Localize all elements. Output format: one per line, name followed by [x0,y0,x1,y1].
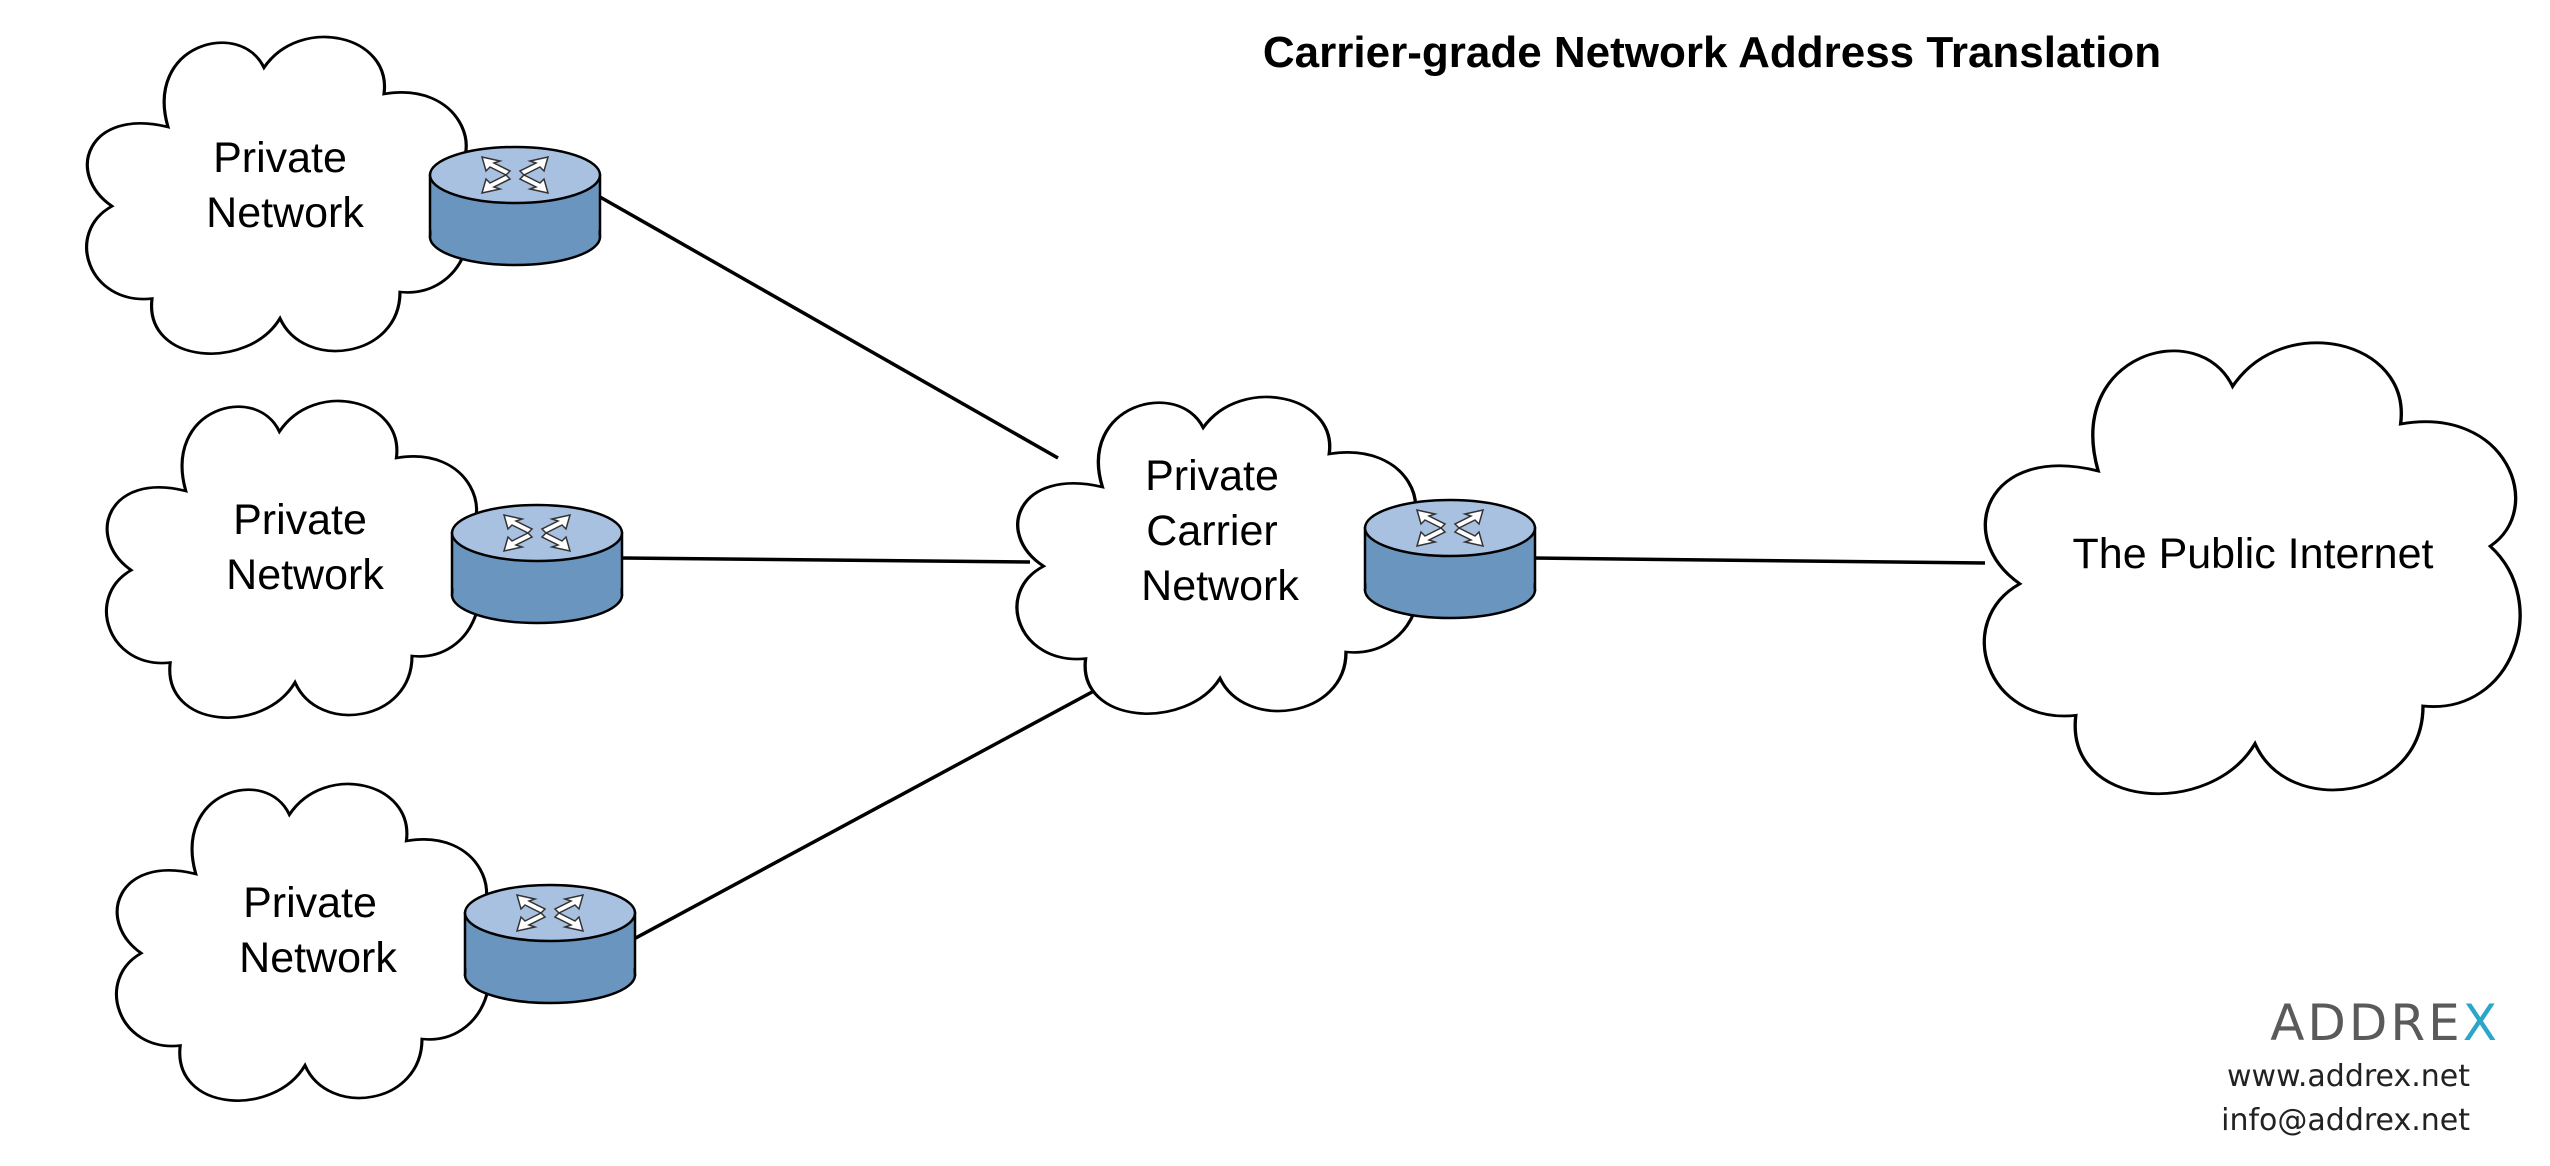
link-private-3-to-carrier [631,676,1119,942]
router-icon [428,145,602,267]
private-network-node-3: Private Network [116,784,489,1101]
carrier-network-label-line1: Private [1145,452,1279,500]
public-internet-node: The Public Internet [1984,343,2520,794]
carrier-network-label-line3: Network [1141,562,1299,610]
cloud-icon [1017,397,1419,714]
website-link[interactable]: www.addrex.net [2227,1059,2470,1094]
private-network-label-line2: Network [226,551,384,599]
private-network-node-1: Private Network [87,37,470,354]
link-private-2-to-carrier [621,556,1031,564]
private-network-node-2: Private Network [106,401,479,718]
link-carrier-to-internet [1531,556,1986,565]
private-network-label-line2: Network [206,189,364,237]
email-link[interactable]: info@addrex.net [2221,1103,2470,1138]
private-network-label-line1: Private [243,879,377,927]
private-network-label-line1: Private [213,134,347,182]
private-network-label-line2: Network [239,934,397,982]
link-private-1-to-carrier [599,195,1059,460]
carrier-network-node: Private Carrier Network [1017,397,1419,714]
public-internet-label: The Public Internet [2073,530,2434,578]
router-icon [450,503,624,625]
svg-text:ADDREX: ADDREX [2270,994,2500,1052]
router-icon [463,883,637,1005]
router-icon [1363,498,1537,620]
diagram-title: Carrier-grade Network Address Translatio… [1263,28,2161,77]
logo-accent-text: X [2463,994,2500,1052]
carrier-network-label-line2: Carrier [1146,507,1277,555]
private-network-label-line1: Private [233,496,367,544]
addrex-logo: ADDREX [2270,994,2500,1052]
logo-main-text: ADDRE [2270,994,2463,1052]
